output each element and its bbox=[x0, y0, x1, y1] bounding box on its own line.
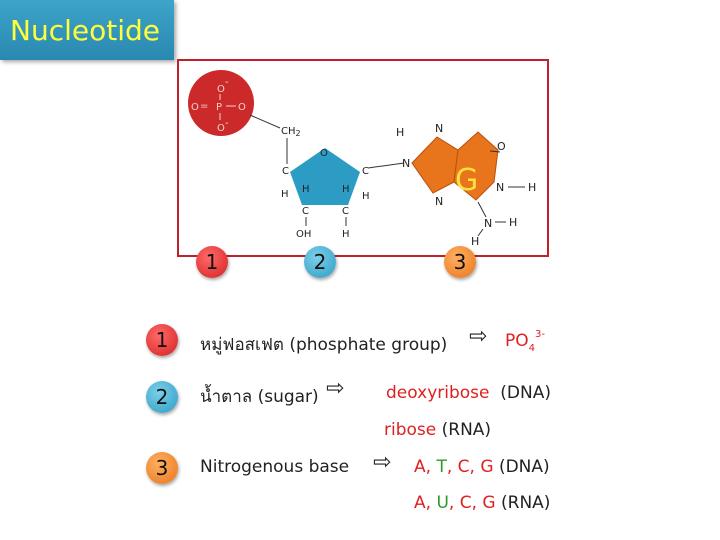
legend-phosphate-formula: PO43- bbox=[505, 329, 545, 354]
legend-sugar-ribose: ribose (RNA) bbox=[384, 420, 492, 440]
base-n1-h: H bbox=[528, 181, 536, 194]
base-n3: N bbox=[435, 195, 443, 208]
base-n2: N bbox=[484, 217, 492, 230]
base-structure: H N N N O N H N H H bbox=[396, 122, 536, 248]
base-h-top: H bbox=[396, 126, 404, 139]
base-five-ring bbox=[411, 136, 459, 194]
marker-2: 2 bbox=[304, 246, 336, 278]
phosphate-structure: O - O = P O O - bbox=[191, 77, 246, 134]
base-n1: N bbox=[496, 181, 504, 194]
arrow-1-icon: ⇨ bbox=[469, 324, 488, 349]
sugar-c4-h: H bbox=[281, 189, 289, 200]
legend-base-rna: A, U, C, G (RNA) bbox=[414, 493, 551, 513]
sugar-c4: C bbox=[282, 166, 289, 177]
legend-marker-2: 2 bbox=[146, 381, 178, 413]
phosphate-o-bottom: O bbox=[217, 123, 225, 134]
legend-sugar-deoxyribose: deoxyribose (DNA) bbox=[386, 383, 551, 403]
phosphate-minus-top: - bbox=[225, 77, 229, 88]
sugar-c2-h-top: H bbox=[342, 184, 350, 195]
page-title: Nucleotide bbox=[10, 14, 160, 47]
sugar-ch2: CH2 bbox=[281, 126, 301, 138]
sugar-o: O bbox=[320, 148, 328, 159]
phosphate-minus-bottom: - bbox=[225, 118, 229, 129]
phosphate-p: P bbox=[216, 102, 222, 113]
base-n2-h-bottom: H bbox=[471, 235, 479, 248]
sugar-structure: CH2 O C H C H H H C C OH H bbox=[281, 126, 370, 240]
diagram-frame bbox=[177, 59, 549, 257]
base-n2-h-right: H bbox=[509, 216, 517, 229]
marker-3: 3 bbox=[444, 246, 476, 278]
phosphate-o-right: O bbox=[238, 102, 246, 113]
legend-base-label: Nitrogenous base bbox=[200, 457, 350, 477]
base-n9: N bbox=[402, 157, 410, 170]
base-n7: N bbox=[435, 122, 443, 135]
sugar-ring bbox=[290, 148, 360, 205]
legend-sugar-label: น้ำตาล (sugar) bbox=[200, 387, 319, 407]
sugar-c1-h: H bbox=[362, 191, 370, 202]
sugar-oh: OH bbox=[296, 229, 311, 240]
base-six-ring bbox=[453, 131, 499, 201]
arrow-2-icon: ⇨ bbox=[326, 376, 345, 401]
phosphate-o-left: O bbox=[191, 102, 199, 113]
legend-marker-3: 3 bbox=[146, 452, 178, 484]
marker-1: 1 bbox=[196, 246, 228, 278]
base-o: O bbox=[497, 140, 506, 153]
phosphate-eq: = bbox=[200, 101, 208, 112]
sugar-c2: C bbox=[342, 206, 349, 217]
sugar-c3: C bbox=[302, 206, 309, 217]
nucleotide-diagram: O - O = P O O - CH2 O C H C H H H C C OH… bbox=[177, 59, 549, 257]
phosphate-o-top: O bbox=[217, 84, 225, 95]
sugar-c2-h-bottom: H bbox=[342, 229, 350, 240]
title-banner: Nucleotide bbox=[0, 0, 174, 60]
legend-base-dna: A, T, C, G (DNA) bbox=[414, 457, 550, 477]
sugar-c3-h-top: H bbox=[302, 184, 310, 195]
sugar-c1: C bbox=[362, 166, 369, 177]
phosphate-group bbox=[188, 70, 254, 136]
legend-marker-1: 1 bbox=[146, 324, 178, 356]
base-letter: G bbox=[455, 163, 478, 198]
legend-phosphate-label: หมู่ฟอสเฟต (phosphate group) bbox=[200, 335, 448, 355]
arrow-3-icon: ⇨ bbox=[373, 450, 392, 475]
